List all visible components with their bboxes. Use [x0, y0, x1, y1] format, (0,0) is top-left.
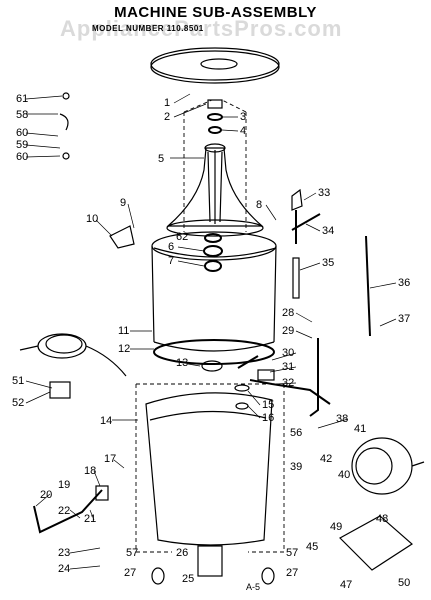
part-power-cord	[19, 333, 127, 399]
callout-49: 49	[330, 521, 342, 533]
callout-12: 12	[118, 343, 130, 355]
callout-24: 24	[58, 563, 70, 575]
callout-61: 61	[16, 93, 28, 105]
callout-57-right: 57	[286, 547, 298, 559]
callout-14: 14	[100, 415, 112, 427]
callout-1: 1	[164, 97, 170, 109]
part-rod	[365, 235, 371, 337]
callout-33: 33	[318, 187, 330, 199]
callout-19: 19	[58, 479, 70, 491]
callout-56: 56	[290, 427, 302, 439]
callout-59: 59	[16, 139, 28, 151]
part-motor	[351, 437, 425, 495]
callout-13: 13	[176, 357, 188, 369]
callout-22: 22	[58, 505, 70, 517]
part-small-hardware	[59, 92, 70, 160]
callout-51: 51	[12, 375, 24, 387]
callout-9: 9	[120, 197, 126, 209]
callout-35: 35	[322, 257, 334, 269]
callout-21: 21	[84, 513, 96, 525]
callout-31: 31	[282, 361, 294, 373]
callout-15: 15	[262, 399, 274, 411]
callout-10: 10	[86, 213, 98, 225]
callout-26: 26	[176, 547, 188, 559]
part-casters	[151, 567, 275, 585]
callout-5: 5	[158, 153, 164, 165]
part-agitator	[166, 143, 264, 237]
callout-18: 18	[84, 465, 96, 477]
part-bearings	[203, 233, 223, 272]
callout-39: 39	[290, 461, 302, 473]
callout-7: 7	[168, 255, 174, 267]
callout-25: 25	[182, 573, 194, 585]
callout-32: 32	[282, 377, 294, 389]
callout-20: 20	[40, 489, 52, 501]
part-outer-tub	[151, 231, 277, 352]
callout-47: 47	[340, 579, 352, 591]
part-10-bracket	[109, 225, 135, 249]
callout-37: 37	[398, 313, 410, 325]
callout-36: 36	[398, 277, 410, 289]
callout-27-left: 27	[124, 567, 136, 579]
callout-42: 42	[320, 453, 332, 465]
callout-50: 50	[398, 577, 410, 589]
callout-34: 34	[322, 225, 334, 237]
callout-8: 8	[256, 199, 262, 211]
part-tub-lid	[150, 47, 280, 84]
callout-58: 58	[16, 109, 28, 121]
callout-16: 16	[262, 412, 274, 424]
callout-6: 6	[168, 241, 174, 253]
callout-27-right: 27	[286, 567, 298, 579]
callout-57-left: 57	[126, 547, 138, 559]
part-tub-ring	[153, 339, 275, 372]
callout-60-b: 60	[16, 151, 28, 163]
part-pump-hose	[237, 338, 331, 417]
part-inner-basket	[135, 383, 285, 577]
callout-60-a: 60	[16, 127, 28, 139]
callout-40: 40	[338, 469, 350, 481]
diagram-title: MACHINE SUB-ASSEMBLY	[114, 4, 317, 21]
callout-45: 45	[306, 541, 318, 553]
callout-29: 29	[282, 325, 294, 337]
model-number: MODEL NUMBER 110.8501	[92, 24, 204, 33]
part-lid-switch-rod	[33, 485, 109, 534]
part-water-inlet	[291, 188, 321, 299]
callout-23: 23	[58, 547, 70, 559]
callout-11: 11	[118, 325, 129, 337]
callout-28: 28	[282, 307, 294, 319]
callout-3: 3	[240, 111, 246, 123]
callout-41: 41	[354, 423, 366, 435]
callout-48: 48	[376, 513, 388, 525]
callout-4: 4	[240, 125, 246, 137]
watermark: AppliancePartsPros.com	[60, 16, 343, 41]
callout-17: 17	[104, 453, 116, 465]
callout-62: 62	[176, 231, 188, 243]
part-bracket	[339, 515, 413, 571]
page-reference: A-5	[246, 582, 261, 592]
callout-2: 2	[164, 111, 170, 123]
callout-52: 52	[12, 397, 24, 409]
